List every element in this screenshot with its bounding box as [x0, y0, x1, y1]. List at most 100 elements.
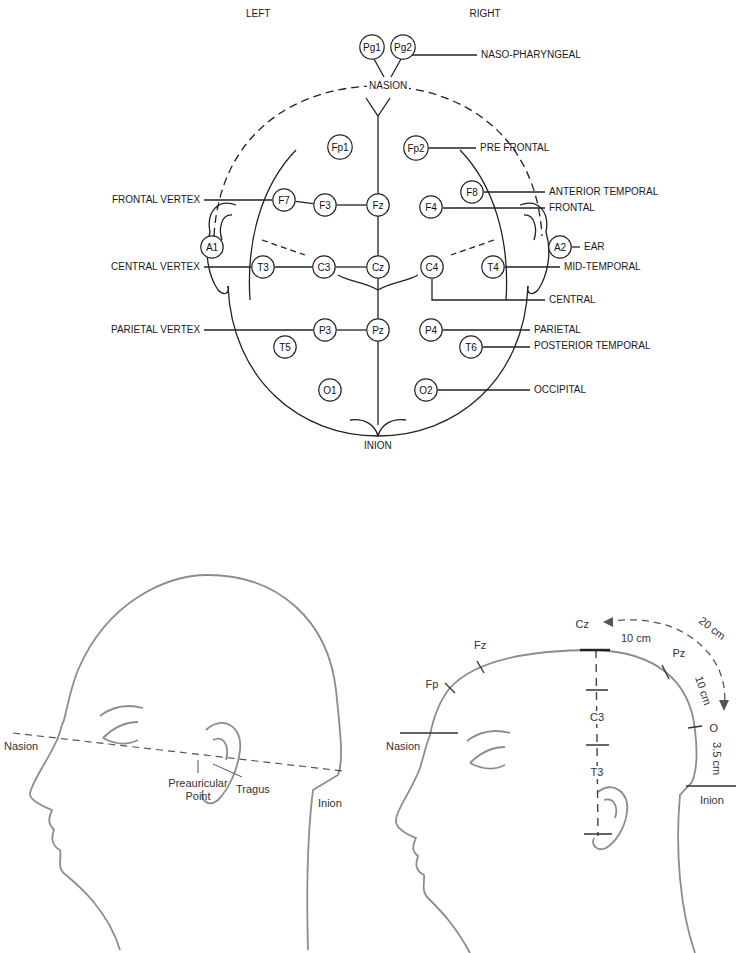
leader-line — [412, 54, 477, 55]
region-label: PARIETAL VERTEX — [111, 324, 200, 336]
electrode-circle: O2 — [414, 378, 438, 402]
electrode-ring — [461, 181, 483, 203]
region-label: POSTERIOR TEMPORAL — [534, 340, 651, 352]
electrode-circle: F8 — [460, 180, 484, 204]
leader-line — [443, 207, 545, 208]
electrode-circle: A1 — [200, 235, 224, 259]
electrode-code: Pz — [372, 325, 384, 336]
electrode-ring — [421, 256, 443, 278]
electrode-ring — [360, 35, 384, 59]
electrode-ring — [252, 256, 274, 278]
tick-mark — [445, 661, 736, 786]
electrode-code: F3 — [319, 200, 331, 211]
region-label: MID-TEMPORAL — [564, 261, 641, 273]
arrow-head — [719, 700, 729, 711]
side-label: RIGHT — [470, 8, 501, 20]
measure-line — [596, 650, 598, 836]
electrode-ring — [367, 194, 389, 216]
landmark-label: Nasion — [4, 740, 38, 753]
region-label: NASO-PHARYNGEAL — [481, 49, 581, 61]
landmark-label: Preauricular Point — [158, 777, 238, 803]
electrode-link — [337, 329, 366, 330]
electrode-circle: Pg1 — [359, 34, 385, 60]
electrode-circle: O1 — [318, 378, 342, 402]
electrode-circle: T5 — [273, 335, 297, 359]
electrode-code: F8 — [466, 187, 478, 198]
region-label: ANTERIOR TEMPORAL — [549, 186, 658, 198]
leader-line — [505, 266, 560, 267]
landmark-label: Tragus — [236, 783, 270, 796]
electrode-ring — [367, 256, 389, 278]
electrode-code: Cz — [372, 262, 384, 273]
leader-line — [204, 266, 251, 267]
electrode-label: Fp — [426, 678, 439, 691]
electrode-circle: F7 — [272, 188, 296, 212]
electrode-code: C3 — [318, 262, 331, 273]
electrode-link — [336, 266, 366, 267]
eye-outline — [470, 747, 505, 769]
leader-line — [484, 191, 545, 192]
ear-helix — [604, 799, 616, 818]
electrode-link — [296, 201, 313, 203]
midline — [366, 98, 390, 425]
eyebrow — [467, 731, 510, 741]
electrode-circle: Fp1 — [327, 134, 353, 160]
electrode-circle: C3 — [312, 255, 336, 279]
top-view — [204, 55, 580, 436]
electrode-code: O1 — [323, 385, 336, 396]
leader-line — [374, 59, 401, 77]
region-label: OCCIPITAL — [534, 384, 586, 396]
electrode-ring — [274, 336, 296, 358]
electrode-code: T4 — [487, 262, 499, 273]
landmark-label: Nasion — [386, 740, 420, 753]
electrode-code: F7 — [278, 195, 290, 206]
region-label: CENTRAL VERTEX — [111, 261, 200, 273]
electrode-circle: F3 — [313, 193, 337, 217]
electrode-link — [275, 266, 312, 267]
electrode-code: C4 — [426, 262, 439, 273]
electrode-ring — [314, 319, 336, 341]
electrode-code: P4 — [425, 325, 437, 336]
electrode-label: T3 — [589, 766, 606, 779]
electrode-label: O — [710, 722, 719, 735]
electrode-link — [337, 204, 366, 205]
arrow-head — [603, 617, 613, 627]
electrode-code: O2 — [419, 385, 432, 396]
temporal-outline — [249, 150, 506, 300]
electrode-ring — [420, 319, 442, 341]
electrode-circle: P3 — [313, 318, 337, 342]
side-view-left — [13, 575, 343, 950]
region-label: PARIETAL — [534, 324, 581, 336]
leader-line — [428, 147, 476, 148]
electrode-code: T5 — [279, 342, 291, 353]
electrode-circle: Pz — [366, 318, 390, 342]
electrode-ring — [549, 236, 571, 258]
region-label: EAR — [584, 241, 605, 253]
electrode-circle: Cz — [366, 255, 390, 279]
region-label: FRONTAL — [549, 202, 595, 214]
electrode-circle: A2 — [548, 235, 572, 259]
electrode-code: Pg1 — [363, 42, 381, 53]
electrode-label: Cz — [576, 618, 589, 631]
electrode-circle: T3 — [251, 255, 275, 279]
leader-line — [443, 329, 530, 330]
measurement-label: 3.5 cm — [709, 742, 722, 775]
electrode-circle: P4 — [419, 318, 443, 342]
landmark-label: NASION — [367, 80, 409, 92]
eye-outline — [103, 722, 138, 744]
side-view-right — [396, 617, 736, 953]
nasion-inion-line — [13, 733, 343, 771]
electrode-code: A1 — [206, 242, 218, 253]
electrode-code: Fz — [372, 200, 383, 211]
head-profile — [396, 650, 697, 953]
electrode-circle: Fp2 — [403, 135, 429, 161]
electrode-circle: F4 — [419, 195, 443, 219]
leader-line — [572, 246, 580, 247]
measurement-label: 10 cm — [621, 632, 651, 645]
leader-line — [432, 279, 545, 300]
leader-line — [483, 346, 530, 347]
fissure-line — [262, 240, 494, 255]
